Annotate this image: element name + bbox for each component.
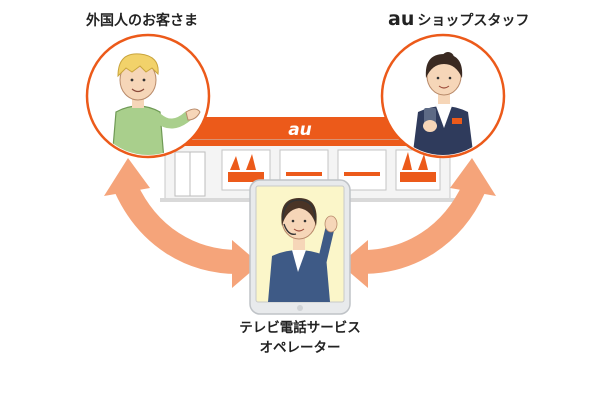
au-brand-text: au [388,8,415,30]
operator-label-line1: テレビ電話サービス [239,320,361,336]
shop-band [165,140,450,146]
foreign-customer-label: 外国人のお客さま [86,13,198,29]
arrow-head-up-left [104,158,150,196]
operator-label-line2: オペレーター [259,340,341,356]
arrow-head-left [340,240,368,288]
operator-figure [268,198,338,302]
tablet-home-button [297,305,303,311]
arrow-head-right [232,240,260,288]
shop-staff-text: ショップスタッフ [417,13,530,29]
foreign-customer-illustration [85,33,211,159]
shop-roof [180,117,420,140]
shop-staff-illustration [380,33,506,159]
operator-label: テレビ電話サービス オペレーター [220,318,380,358]
tablet-video-call-illustration [249,179,351,315]
arrow-head-up-right [450,158,496,196]
store-sign: au [288,120,312,140]
left-double-arrow [104,158,260,288]
right-double-arrow [340,158,496,288]
